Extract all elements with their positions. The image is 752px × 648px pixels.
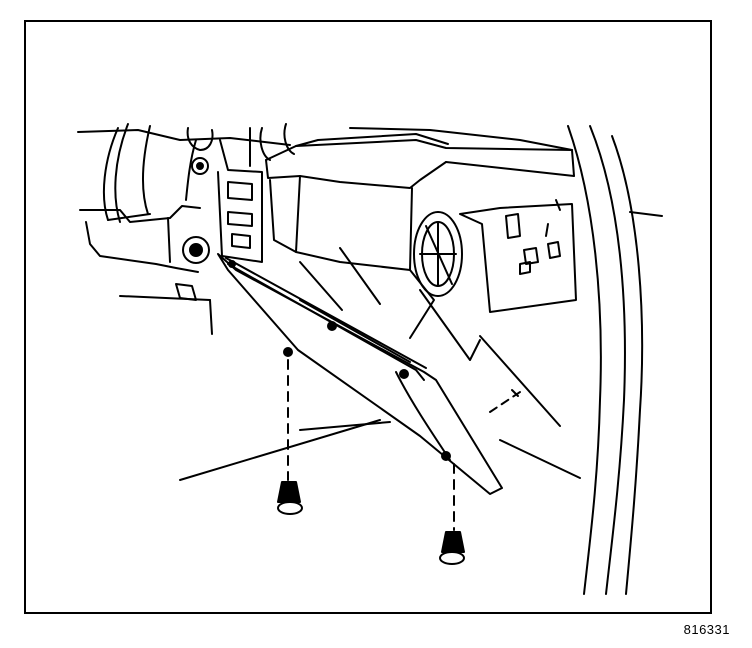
left-dash-panel <box>79 139 213 335</box>
screw-right <box>439 531 465 565</box>
air-vent <box>413 211 463 297</box>
figure-id-label: 816331 <box>683 622 730 637</box>
door-pillar <box>567 125 663 595</box>
right-dash-end-panel <box>459 199 577 313</box>
headlamp-switch-knob <box>182 236 210 264</box>
figure-frame <box>24 20 712 614</box>
steering-wheel <box>102 123 151 223</box>
upper-glove-compartment <box>265 133 575 271</box>
screw-left <box>277 481 303 515</box>
center-console-stack <box>217 123 295 263</box>
fastener-leader-lines <box>287 359 455 531</box>
floor-lines <box>179 335 581 481</box>
glove-box-door <box>217 247 503 495</box>
cluster-knob <box>186 127 214 175</box>
